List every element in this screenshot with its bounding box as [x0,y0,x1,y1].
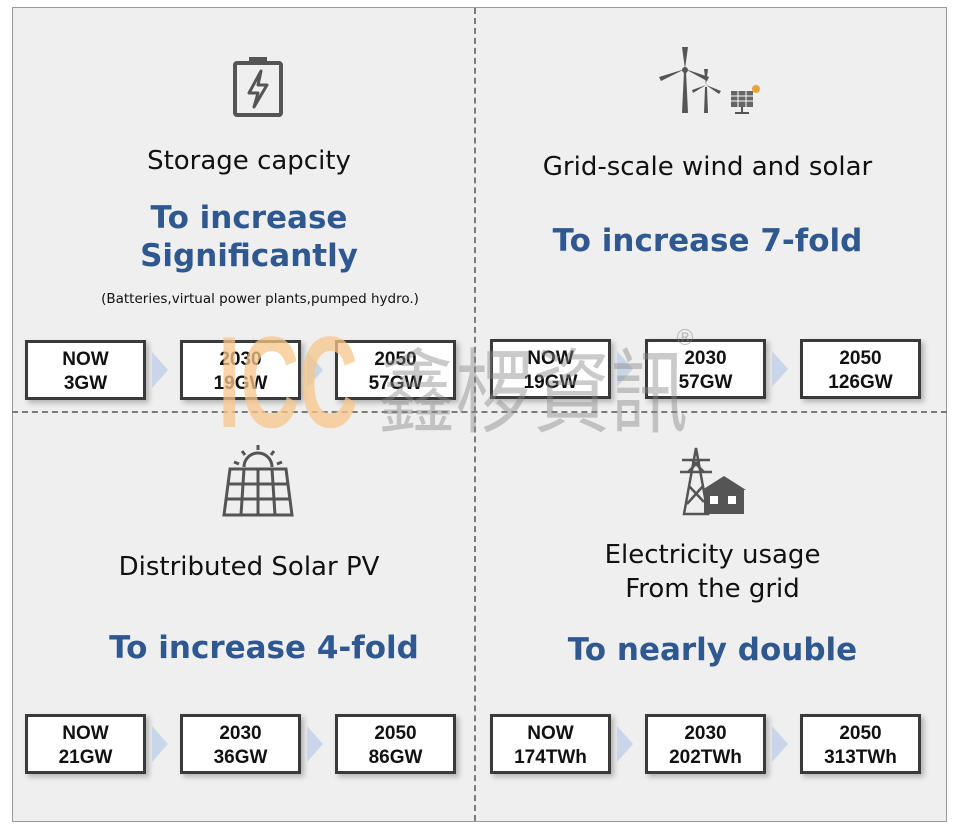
grid-usage-title-line1: Electricity usage [604,540,821,570]
stage-arrow [152,726,168,762]
wind-solar-stage-2050: 2050 126GW [800,339,921,399]
stage-period: 2030 [684,723,727,744]
stage-value: 3GW [63,373,108,394]
distributed-pv-stage-2030: 2030 36GW [180,714,301,774]
wind-turbine-solar-panel-icon [659,47,760,114]
stage-value: 174TWh [514,747,587,768]
grid-usage-headline: To nearly double [567,632,858,668]
grid-usage-stage-2030: 2030 202TWh [645,714,766,774]
storage-headline-line2: Significantly [140,238,358,274]
stage-arrow [307,726,323,762]
grid-usage-stage-2050: 2050 313TWh [800,714,921,774]
diagram-frame [12,7,947,822]
stage-period: NOW [527,348,574,369]
solar-panel-sun-icon [222,445,294,517]
stage-arrow [152,352,168,388]
stage-period: 2030 [684,348,727,369]
stage-value: 313TWh [824,747,897,768]
stage-value: 86GW [368,747,423,768]
stage-arrow [307,352,323,388]
storage-title: Storage capcity [147,146,351,176]
stage-period: 2050 [839,348,882,369]
storage-note: (Batteries,virtual power plants,pumped h… [101,291,419,307]
distributed-pv-title: Distributed Solar PV [118,552,380,582]
stage-period: 2050 [374,349,417,370]
stage-period: NOW [62,349,109,370]
stage-arrow [617,726,633,762]
stage-period: NOW [527,723,574,744]
stage-arrow [617,351,633,387]
storage-stage-2050: 2050 57GW [335,340,456,400]
wind-solar-title: Grid-scale wind and solar [542,152,873,182]
storage-headline-line1: To increase [150,200,348,236]
stage-period: NOW [62,723,109,744]
battery-icon [233,57,283,117]
wind-solar-headline: To increase 7-fold [552,223,863,259]
stage-period: 2030 [219,349,262,370]
stage-value: 57GW [678,372,733,393]
vertical-divider [474,8,476,821]
grid-usage-stage-now: NOW 174TWh [490,714,611,774]
distributed-pv-stage-now: NOW 21GW [25,714,146,774]
stage-value: 19GW [523,372,578,393]
stage-arrow [772,726,788,762]
wind-solar-stage-2030: 2030 57GW [645,339,766,399]
stage-period: 2030 [219,723,262,744]
stage-value: 202TWh [669,747,742,768]
stage-arrow [772,351,788,387]
stage-value: 21GW [58,747,113,768]
horizontal-divider [12,411,947,413]
storage-stage-2030: 2030 19GW [180,340,301,400]
stage-value: 126GW [828,372,893,393]
stage-value: 19GW [213,373,268,394]
stage-value: 57GW [368,373,423,394]
stage-value: 36GW [213,747,268,768]
stage-period: 2050 [839,723,882,744]
distributed-pv-stage-2050: 2050 86GW [335,714,456,774]
stage-period: 2050 [374,723,417,744]
distributed-pv-headline: To increase 4-fold [109,630,419,666]
wind-solar-stage-now: NOW 19GW [490,339,611,399]
power-tower-house-icon [680,447,746,516]
storage-stage-now: NOW 3GW [25,340,146,400]
grid-usage-title-line2: From the grid [625,574,800,604]
